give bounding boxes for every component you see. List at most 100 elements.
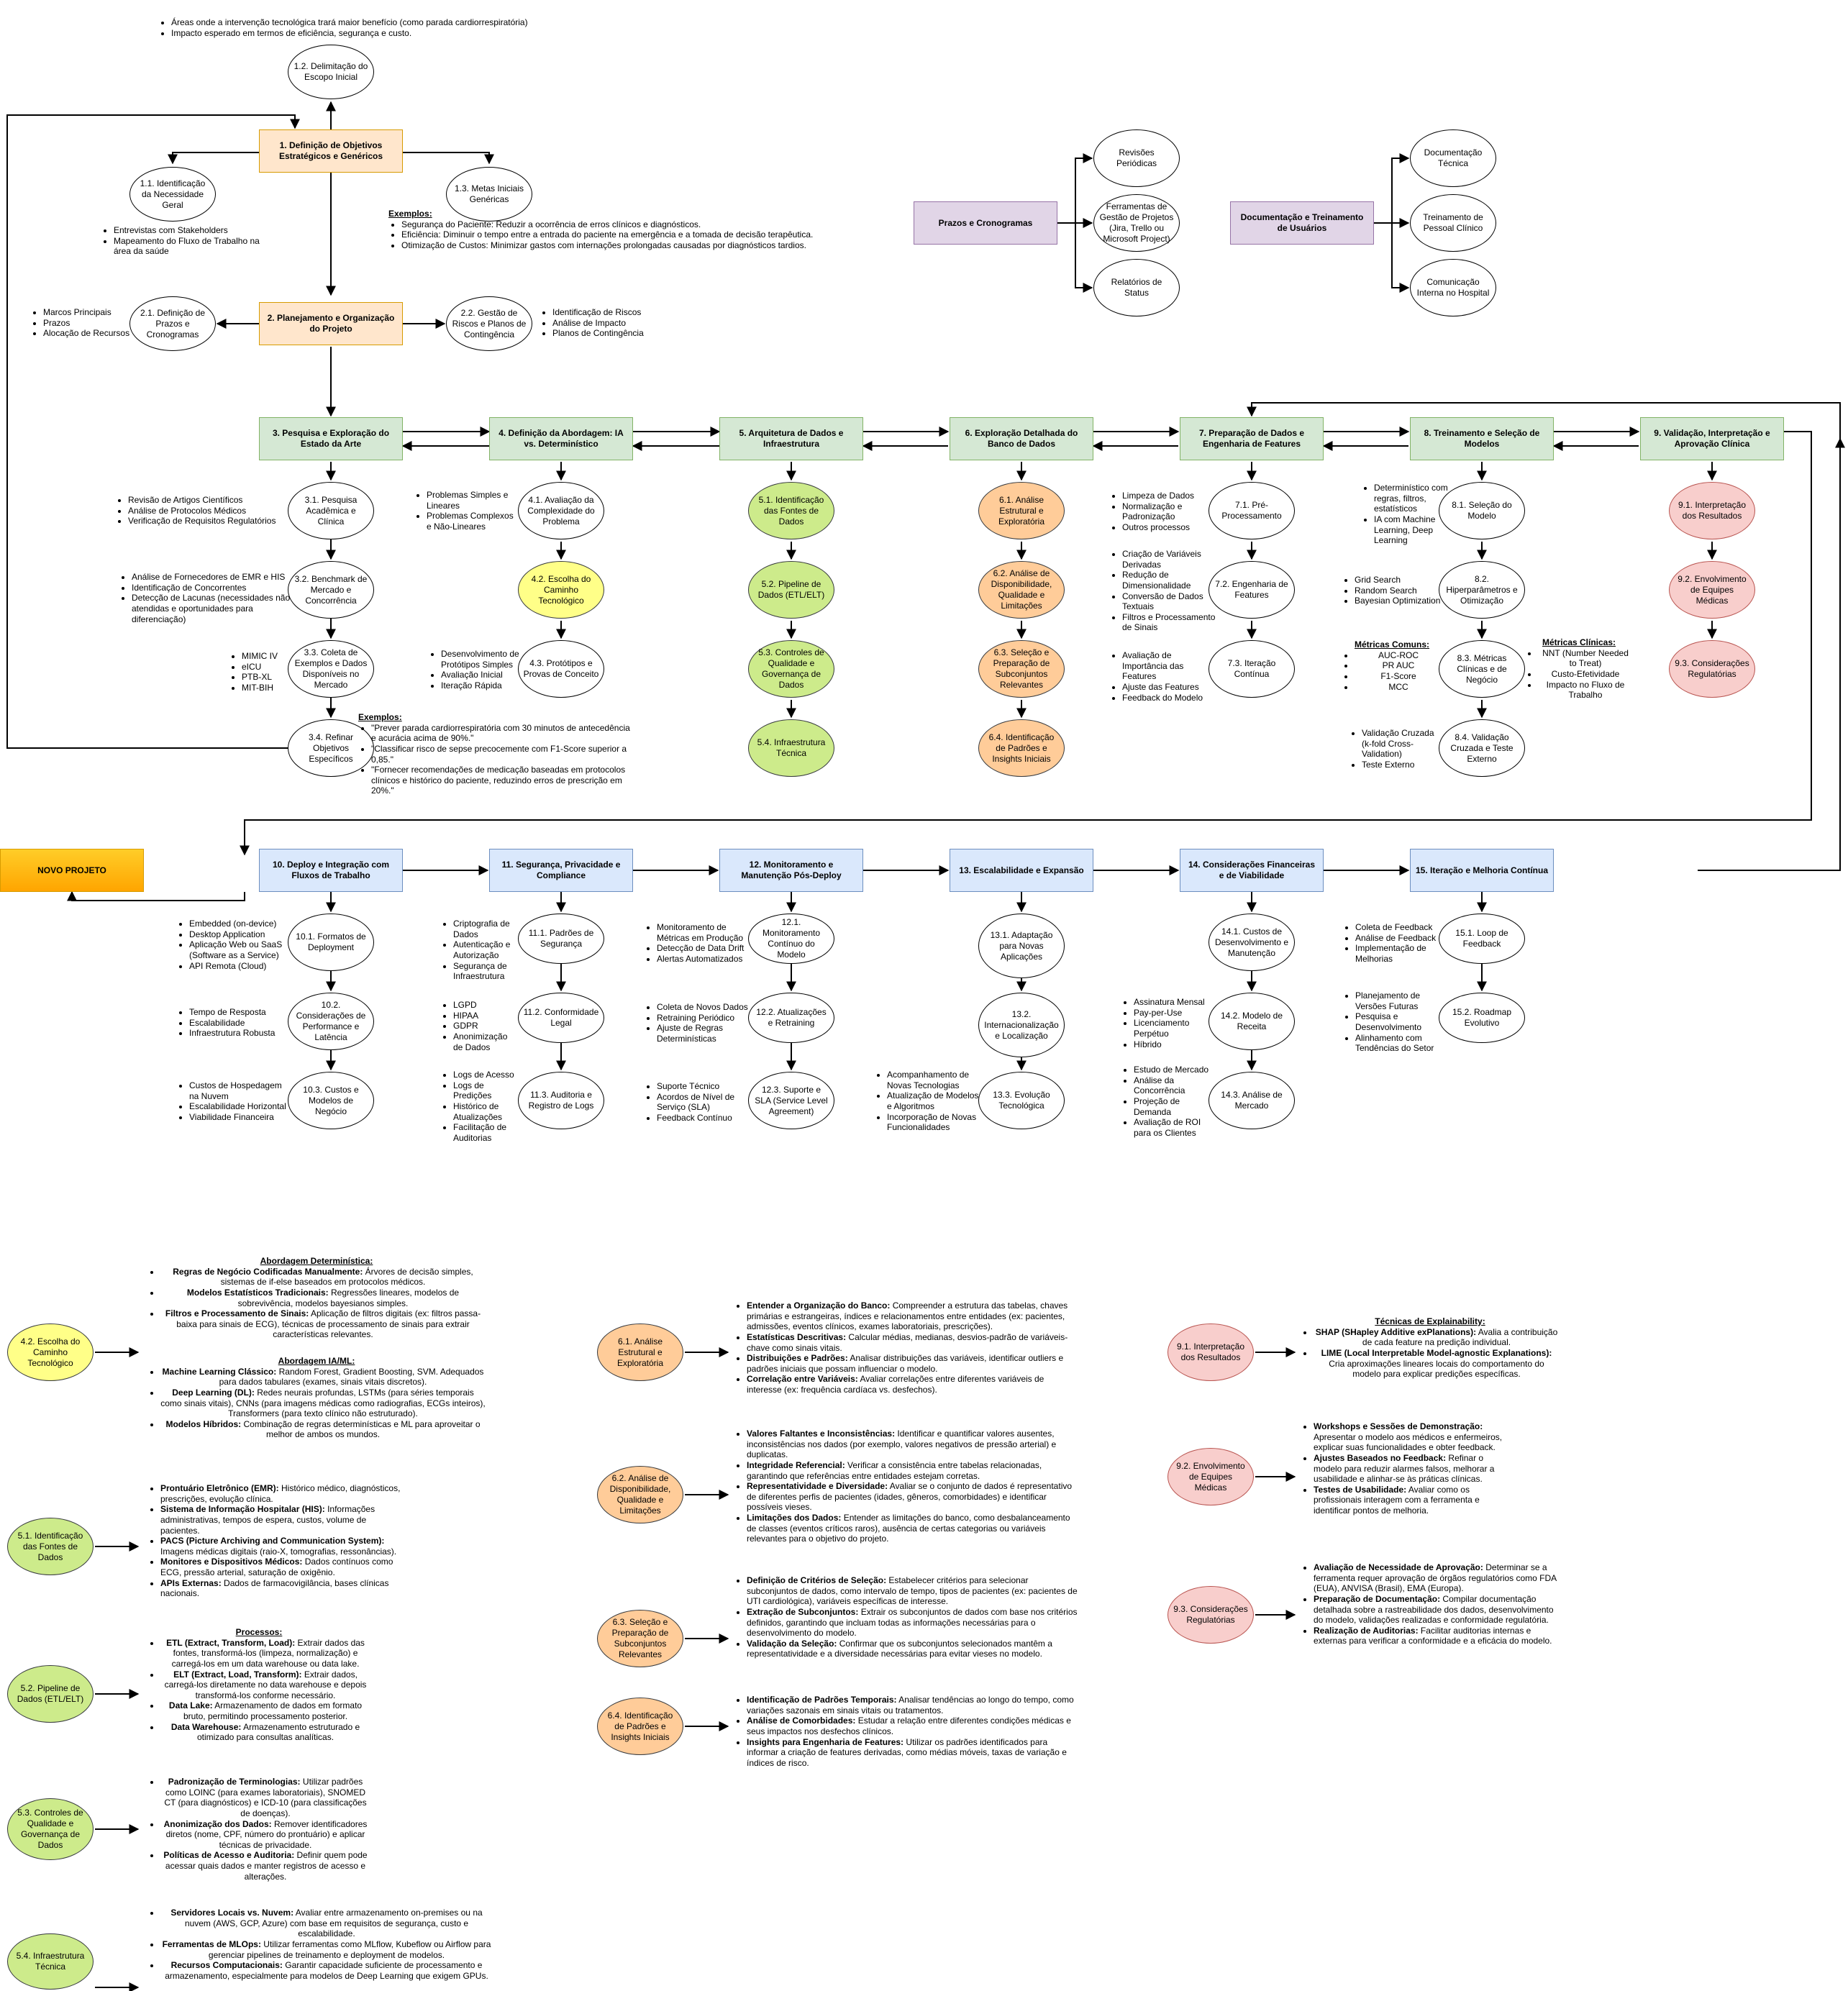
step-15-iteracao[interactable]: 15. Iteração e Melhoria Contínua (1410, 849, 1554, 892)
sub-10-1[interactable]: 10.1. Formatos de Deployment (288, 914, 374, 971)
sub-4-3[interactable]: 4.3. Protótipos e Provas de Conceito (518, 640, 604, 698)
sub-2-2[interactable]: 2.2. Gestão de Riscos e Planos de Contin… (446, 296, 532, 351)
detail-item: Machine Learning Clássico: Random Forest… (160, 1367, 486, 1388)
step-7-preparacao[interactable]: 7. Preparação de Dados e Engenharia de F… (1180, 417, 1324, 460)
step-14-financeiras[interactable]: 14. Considerações Financeiras e de Viabi… (1180, 849, 1324, 892)
sub-7-1[interactable]: 7.1. Pré-Processamento (1209, 482, 1295, 539)
sub-3-4[interactable]: 3.4. Refinar Objetivos Específicos (288, 719, 374, 777)
sub-9-1[interactable]: 9.1. Interpretação dos Resultados (1669, 482, 1755, 539)
step-12-monitoramento[interactable]: 12. Monitoramento e Manutenção Pós-Deplo… (719, 849, 863, 892)
documentacao-treinamento[interactable]: Documentação e Treinamento de Usuários (1230, 201, 1374, 245)
detail-item: Avaliação de Necessidade de Aprovação: D… (1314, 1562, 1560, 1594)
sub-9-2[interactable]: 9.2. Envolvimento de Equipes Médicas (1669, 561, 1755, 619)
sub-6-1[interactable]: 6.1. Análise Estrutural e Exploratória (978, 482, 1065, 539)
detail-6-4-node[interactable]: 6.4. Identificação de Padrões e Insights… (597, 1698, 683, 1755)
step-5-arquitetura[interactable]: 5. Arquitetura de Dados e Infraestrutura (719, 417, 863, 460)
sub-3-2[interactable]: 3.2. Benchmark de Mercado e Concorrência (288, 561, 374, 619)
detail-6-1: Entender a Organização do Banco: Compree… (734, 1300, 1079, 1395)
detail-9-2-node[interactable]: 9.2. Envolvimento de Equipes Médicas (1167, 1448, 1254, 1505)
sub-11-1[interactable]: 11.1. Padrões de Segurança (518, 914, 604, 964)
sub-10-3[interactable]: 10.3. Custos e Modelos de Negócio (288, 1072, 374, 1129)
sub-11-2[interactable]: 11.2. Conformidade Legal (518, 993, 604, 1043)
step-13-escalabilidade[interactable]: 13. Escalabilidade e Expansão (950, 849, 1093, 892)
sub-5-2[interactable]: 5.2. Pipeline de Dados (ETL/ELT) (748, 561, 834, 619)
sub-5-4[interactable]: 5.4. Infraestrutura Técnica (748, 719, 834, 777)
sub-6-2[interactable]: 6.2. Análise de Disponibilidade, Qualida… (978, 561, 1065, 619)
detail-9-3-node[interactable]: 9.3. Considerações Regulatórias (1167, 1586, 1254, 1644)
sub-3-1[interactable]: 3.1. Pesquisa Acadêmica e Clínica (288, 482, 374, 539)
sub-4-2[interactable]: 4.2. Escolha do Caminho Tecnológico (518, 561, 604, 619)
step-2-planejamento[interactable]: 2. Planejamento e Organização do Projeto (259, 302, 403, 345)
note-item: "Classificar risco de sepse precocemente… (371, 744, 632, 765)
detail-6-3-node[interactable]: 6.3. Seleção e Preparação de Subconjunto… (597, 1610, 683, 1667)
sub-2-1[interactable]: 2.1. Definição de Prazos e Cronogramas (129, 296, 216, 351)
note-header: Técnicas de Explainability: (1375, 1316, 1485, 1326)
detail-5-4-node[interactable]: 5.4. Infraestrutura Técnica (7, 1933, 94, 1990)
detail-9-1-node[interactable]: 9.1. Interpretação dos Resultados (1167, 1323, 1254, 1381)
prazos-revisoes[interactable]: Revisões Periódicas (1093, 129, 1180, 187)
sub-1-2[interactable]: 1.2. Delimitação do Escopo Inicial (288, 45, 374, 99)
sub-8-3[interactable]: 8.3. Métricas Clínicas e de Negócio (1439, 640, 1525, 698)
detail-item: Limitações dos Dados: Entender as limita… (747, 1513, 1079, 1544)
doc-treinamento[interactable]: Treinamento de Pessoal Clínico (1410, 194, 1496, 252)
step-11-seguranca[interactable]: 11. Segurança, Privacidade e Compliance (489, 849, 633, 892)
sub-3-3[interactable]: 3.3. Coleta de Exemplos e Dados Disponív… (288, 640, 374, 698)
sub-10-2[interactable]: 10.2. Considerações de Performance e Lat… (288, 993, 374, 1050)
step-8-treinamento[interactable]: 8. Treinamento e Seleção de Modelos (1410, 417, 1554, 460)
sub-12-2[interactable]: 12.2. Atualizações e Retraining (748, 993, 834, 1043)
sub-15-2[interactable]: 15.2. Roadmap Evolutivo (1439, 993, 1525, 1043)
detail-5-1-node[interactable]: 5.1. Identificação das Fontes de Dados (7, 1518, 94, 1575)
detail-item: Data Warehouse: Armazenamento estruturad… (160, 1722, 370, 1743)
sub-8-4[interactable]: 8.4. Validação Cruzada e Teste Externo (1439, 719, 1525, 777)
sub-6-3[interactable]: 6.3. Seleção e Preparação de Subconjunto… (978, 640, 1065, 698)
sub-14-3[interactable]: 14.3. Análise de Mercado (1209, 1072, 1295, 1129)
sub-1-3[interactable]: 1.3. Metas Iniciais Genéricas (446, 167, 532, 222)
doc-tecnica[interactable]: Documentação Técnica (1410, 129, 1496, 187)
sub-4-1[interactable]: 4.1. Avaliação da Complexidade do Proble… (518, 482, 604, 539)
detail-4-2-node[interactable]: 4.2. Escolha do Caminho Tecnológico (7, 1323, 94, 1381)
note-15-2: Planejamento de Versões FuturasPesquisa … (1342, 990, 1439, 1054)
sub-14-2[interactable]: 14.2. Modelo de Receita (1209, 993, 1295, 1050)
doc-comunicacao[interactable]: Comunicação Interna no Hospital (1410, 259, 1496, 316)
detail-6-2-node[interactable]: 6.2. Análise de Disponibilidade, Qualida… (597, 1466, 683, 1523)
detail-6-1-node[interactable]: 6.1. Análise Estrutural e Exploratória (597, 1323, 683, 1381)
sub-9-3[interactable]: 9.3. Considerações Regulatórias (1669, 640, 1755, 698)
sub-12-3[interactable]: 12.3. Suporte e SLA (Service Level Agree… (748, 1072, 834, 1129)
detail-item-title: ELT (Extract, Load, Transform): (173, 1669, 302, 1680)
step-4-abordagem[interactable]: 4. Definição da Abordagem: IA vs. Determ… (489, 417, 633, 460)
step-9-validacao[interactable]: 9. Validação, Interpretação e Aprovação … (1640, 417, 1784, 460)
sub-8-2[interactable]: 8.2. Hiperparâmetros e Otimização (1439, 561, 1525, 619)
prazos-ferramentas[interactable]: Ferramentas de Gestão de Projetos (Jira,… (1093, 194, 1180, 252)
novo-projeto-button[interactable]: NOVO PROJETO (0, 849, 144, 892)
sub-14-1[interactable]: 14.1. Custos de Desenvolvimento e Manute… (1209, 914, 1295, 971)
sub-12-1[interactable]: 12.1. Monitoramento Contínuo do Modelo (748, 914, 834, 964)
sub-13-2[interactable]: 13.2. Internacionalização e Localização (978, 993, 1065, 1057)
step-3-pesquisa[interactable]: 3. Pesquisa e Exploração do Estado da Ar… (259, 417, 403, 460)
prazos-cronogramas[interactable]: Prazos e Cronogramas (914, 201, 1057, 245)
sub-5-1[interactable]: 5.1. Identificação das Fontes de Dados (748, 482, 834, 539)
note-8-3a: Métricas Comuns:AUC-ROCPR AUCF1-ScoreMCC (1342, 639, 1442, 692)
sub-11-3[interactable]: 11.3. Auditoria e Registro de Logs (518, 1072, 604, 1129)
note-item: Mapeamento do Fluxo de Trabalho na área … (114, 236, 266, 257)
note-item: Problemas Complexos e Não-Lineares (427, 511, 518, 532)
sub-7-2[interactable]: 7.2. Engenharia de Features (1209, 561, 1295, 619)
prazos-relatorios[interactable]: Relatórios de Status (1093, 259, 1180, 316)
sub-5-3[interactable]: 5.3. Controles de Qualidade e Governança… (748, 640, 834, 698)
sub-7-3[interactable]: 7.3. Iteração Contínua (1209, 640, 1295, 698)
sub-13-3[interactable]: 13.3. Evolução Tecnológica (978, 1072, 1065, 1129)
note-item: Verificação de Requisitos Regulatórios (128, 516, 291, 527)
detail-5-2-node[interactable]: 5.2. Pipeline de Dados (ETL/ELT) (7, 1665, 94, 1723)
sub-1-1[interactable]: 1.1. Identificação da Necessidade Geral (129, 167, 216, 222)
sub-8-1[interactable]: 8.1. Seleção do Modelo (1439, 482, 1525, 539)
note-item: Impacto esperado em termos de eficiência… (171, 28, 561, 39)
step-1-objetivos[interactable]: 1. Definição de Objetivos Estratégicos e… (259, 129, 403, 173)
detail-item-text: Avaliar correlações entre diferentes var… (747, 1374, 1044, 1395)
detail-item-title: Testes de Usabilidade: (1314, 1484, 1407, 1495)
sub-13-1[interactable]: 13.1. Adaptação para Novas Aplicações (978, 914, 1065, 978)
sub-6-4[interactable]: 6.4. Identificação de Padrões e Insights… (978, 719, 1065, 777)
step-10-deploy[interactable]: 10. Deploy e Integração com Fluxos de Tr… (259, 849, 403, 892)
note-8-4: Validação Cruzada (k-fold Cross-Validati… (1349, 728, 1442, 770)
detail-5-3-node[interactable]: 5.3. Controles de Qualidade e Governança… (7, 1798, 94, 1860)
step-6-exploracao[interactable]: 6. Exploração Detalhada do Banco de Dado… (950, 417, 1093, 460)
sub-15-1[interactable]: 15.1. Loop de Feedback (1439, 914, 1525, 964)
